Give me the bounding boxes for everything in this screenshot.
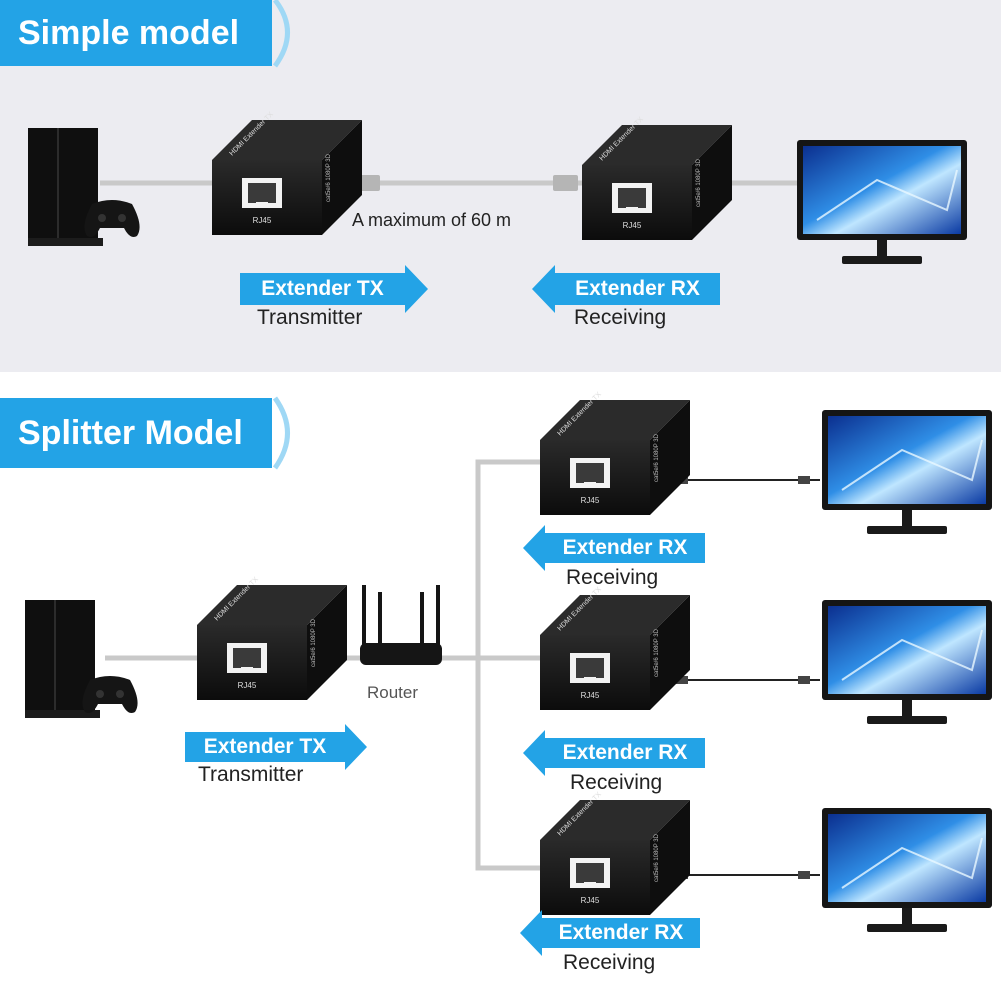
simple-rx-role: Receiving (574, 306, 667, 329)
arrow-left-icon (532, 265, 720, 313)
splitter-tx-role: Transmitter (198, 763, 304, 786)
cable-plug (553, 175, 578, 191)
router-icon (360, 585, 442, 665)
splitter-rx1-label: Extender RX (562, 536, 688, 559)
simple-rx-label: Extender RX (575, 277, 700, 300)
simple-tx-role: Transmitter (257, 306, 363, 329)
arrow-left-icon (523, 525, 705, 571)
router-label: Router (367, 683, 419, 702)
banner-swoosh (272, 396, 290, 470)
arrow-right-icon (240, 265, 428, 313)
splitter-model-title: Splitter Model (18, 413, 243, 452)
simple-tx-label: Extender TX (261, 277, 384, 300)
banner-swoosh (272, 0, 290, 68)
simple-model-title: Simple model (18, 13, 240, 52)
splitter-rx3-label: Extender RX (558, 921, 684, 944)
splitter-model-banner: Splitter Model (0, 398, 272, 468)
distance-note: A maximum of 60 m (352, 210, 512, 230)
network-cable (475, 459, 545, 871)
splitter-rx3-role: Receiving (563, 951, 656, 974)
simple-model-banner: Simple model (0, 0, 272, 66)
splitter-rx1-role: Receiving (566, 566, 659, 589)
splitter-tx-label: Extender TX (203, 735, 327, 758)
arrow-right-icon (185, 724, 367, 770)
splitter-rx2-role: Receiving (570, 771, 663, 794)
arrow-left-icon (520, 910, 700, 956)
splitter-rx2-label: Extender RX (562, 741, 688, 764)
arrow-left-icon (523, 730, 705, 776)
